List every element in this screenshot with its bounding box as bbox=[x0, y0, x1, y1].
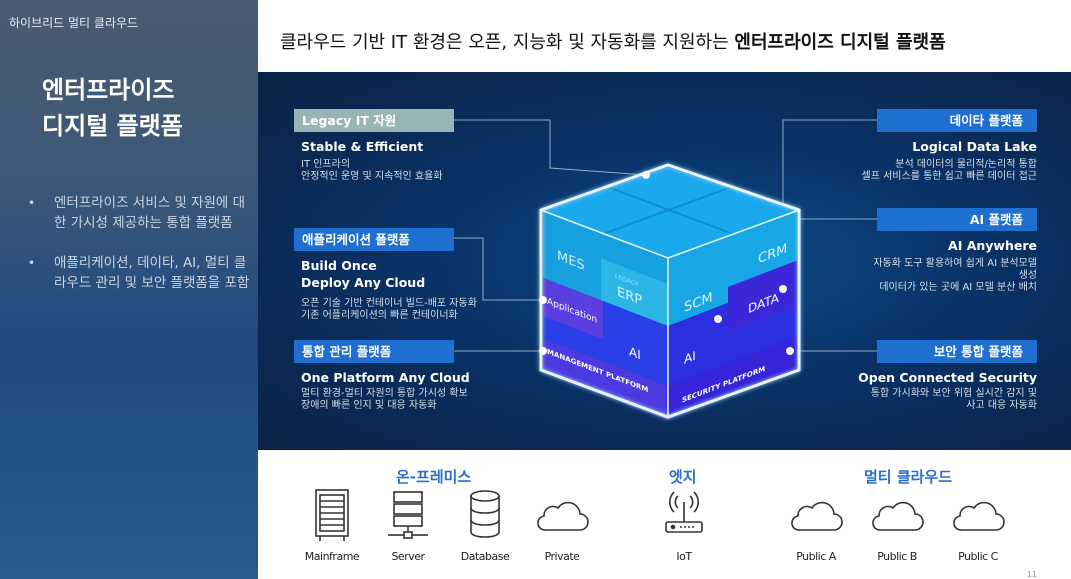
tag-legacy-it: Legacy IT 자원 bbox=[294, 109, 454, 132]
cube-label-ai-left: AI bbox=[629, 343, 641, 362]
management-title: One Platform Any Cloud bbox=[301, 370, 470, 385]
connector-dots bbox=[539, 171, 794, 355]
title-line-1: 엔터프라이즈 bbox=[42, 76, 175, 104]
sidebar-bullets: 엔터프라이즈 서비스 및 자원에 대한 가시성 제공하는 통합 플랫폼 애플리케… bbox=[28, 193, 253, 313]
cloud-icon bbox=[953, 501, 1005, 531]
infra-public-b: Public B bbox=[867, 488, 927, 563]
page-number: 11 bbox=[1026, 570, 1037, 579]
legacy-title: Stable & Efficient bbox=[301, 139, 424, 154]
infra-iot: IoT bbox=[654, 488, 714, 563]
header: 클라우드 기반 IT 환경은 오픈, 지능화 및 자동화를 지원하는 엔터프라이… bbox=[258, 0, 1071, 72]
sidebar-subtitle: 하이브리드 멀티 클라우드 bbox=[9, 16, 139, 30]
cube-top-face bbox=[543, 167, 797, 258]
infra-label: Mainframe bbox=[304, 550, 360, 563]
bullet-item: 애플리케이션, 데이타, AI, 멀티 클라우드 관리 및 보안 플랫폼을 포함 bbox=[28, 253, 253, 293]
ai-title: AI Anywhere bbox=[948, 238, 1037, 253]
tag-application-platform: 애플리케이션 플랫폼 bbox=[294, 228, 454, 251]
group-multi-cloud: 멀티 클라우드 bbox=[864, 468, 953, 486]
page-title: 클라우드 기반 IT 환경은 오픈, 지능화 및 자동화를 지원하는 엔터프라이… bbox=[280, 28, 946, 54]
router-icon bbox=[665, 491, 703, 533]
infra-label: Database bbox=[460, 550, 510, 563]
security-title: Open Connected Security bbox=[858, 370, 1037, 385]
cloud-icon bbox=[537, 501, 589, 531]
cube-label-ai-right: AI bbox=[684, 348, 696, 367]
infra-label: Public A bbox=[796, 550, 836, 563]
infra-public-a: Public A bbox=[786, 488, 846, 563]
data-title: Logical Data Lake bbox=[912, 139, 1037, 154]
infra-label: IoT bbox=[676, 550, 692, 563]
title-plain: 클라우드 기반 IT 환경은 오픈, 지능화 및 자동화를 지원하는 bbox=[280, 32, 735, 53]
cube-left-face: MES LEGACY ERP Application AI MANAGEMENT… bbox=[543, 210, 668, 421]
infra-label: Private bbox=[544, 550, 580, 563]
tag-data-platform: 데이타 플랫폼 bbox=[877, 109, 1037, 132]
group-edge: 엣지 bbox=[669, 468, 697, 486]
infra-public-c: Public C bbox=[948, 488, 1008, 563]
tag-ai-platform: AI 플랫폼 bbox=[877, 208, 1037, 231]
infra-private: Private bbox=[532, 488, 592, 563]
mainframe-icon bbox=[315, 489, 349, 541]
tag-management-platform: 통합 관리 플랫폼 bbox=[294, 340, 454, 363]
title-line-2: 디지털 플랫폼 bbox=[42, 112, 183, 140]
infra-database: Database bbox=[455, 488, 515, 563]
bullet-item: 엔터프라이즈 서비스 및 자원에 대한 가시성 제공하는 통합 플랫폼 bbox=[28, 193, 253, 233]
tag-security-platform: 보안 통합 플랫폼 bbox=[877, 340, 1037, 363]
cube-frame bbox=[539, 163, 801, 419]
server-icon bbox=[388, 491, 428, 539]
infra-server: Server bbox=[378, 488, 438, 563]
infra-mainframe: Mainframe bbox=[302, 488, 362, 563]
platform-cube: MES LEGACY ERP Application AI MANAGEMENT… bbox=[454, 119, 877, 421]
infrastructure-strip: 온-프레미스 엣지 멀티 클라우드 Mainframe Server Datab… bbox=[258, 450, 1071, 579]
database-icon bbox=[470, 490, 500, 538]
infra-label: Public C bbox=[958, 550, 998, 563]
group-on-premise: 온-프레미스 bbox=[396, 468, 472, 486]
cloud-icon bbox=[872, 501, 924, 531]
title-bold: 엔터프라이즈 디지털 플랫폼 bbox=[734, 32, 946, 53]
infra-label: Server bbox=[391, 550, 425, 563]
infra-label: Public B bbox=[877, 550, 917, 563]
cloud-icon bbox=[791, 501, 843, 531]
